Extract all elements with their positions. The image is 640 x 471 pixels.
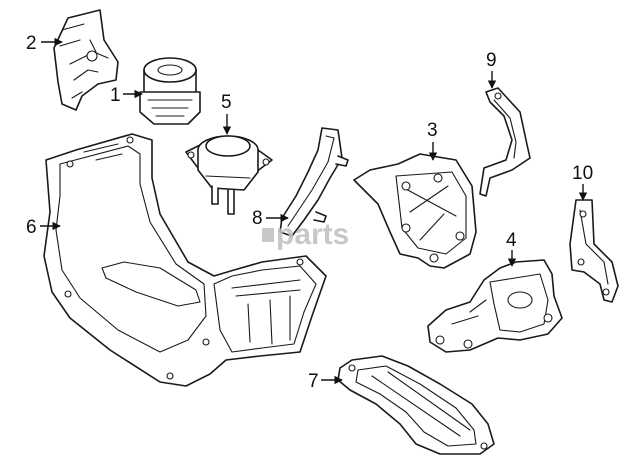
callout-4: 4 [506,230,517,267]
part-4-mount[interactable] [427,259,563,353]
part-3-trans-bracket[interactable] [353,153,477,269]
part-9-bracket[interactable] [479,87,531,197]
part-7-cover[interactable] [337,355,495,455]
callout-3: 3 [427,120,438,161]
callout-5-number: 5 [221,92,232,113]
callout-3-number: 3 [427,120,438,141]
part-8-rail[interactable] [279,127,349,237]
callout-1: 1 [110,85,143,106]
callout-10: 10 [572,163,593,201]
callout-5: 5 [221,92,232,135]
callout-4-number: 4 [506,230,517,251]
part-2-shield[interactable] [53,9,119,111]
callout-7-number: 7 [308,371,319,392]
part-10-bracket[interactable] [569,199,619,303]
callout-6-number: 6 [26,217,37,238]
callout-2-number: 2 [26,33,37,54]
watermark-logo: parts [262,218,349,251]
callout-9: 9 [486,50,497,89]
part-5-engine-mount[interactable] [185,135,273,215]
callout-6: 6 [26,217,61,238]
callout-10-number: 10 [572,163,593,184]
callout-1-number: 1 [110,85,121,106]
part-1-bushing[interactable] [139,57,201,125]
callout-9-number: 9 [486,50,497,71]
callout-8: 8 [252,208,289,229]
callout-7: 7 [308,371,343,392]
watermark-text: parts [276,218,349,251]
callout-8-number: 8 [252,208,263,229]
callout-2: 2 [26,33,63,54]
part-6-skid-plate[interactable] [43,133,327,387]
